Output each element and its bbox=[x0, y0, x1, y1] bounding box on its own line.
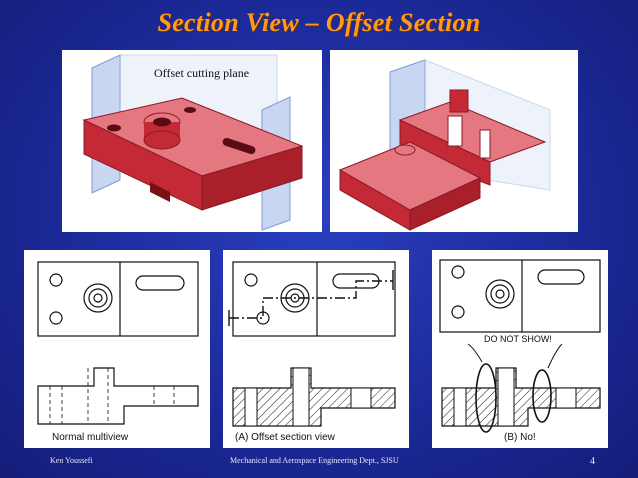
counterbore-inner bbox=[93, 293, 103, 303]
top-view-outline bbox=[439, 259, 601, 333]
normal-multiview-drawing bbox=[37, 261, 199, 425]
counterbore-section bbox=[292, 367, 310, 427]
section-front-view bbox=[232, 367, 396, 427]
boss-bottom bbox=[143, 130, 181, 150]
counterbore-outer bbox=[485, 279, 515, 309]
top-view-outline bbox=[232, 261, 396, 337]
error-ellipse-right bbox=[532, 369, 552, 423]
incorrect-section-caption: (B) No! bbox=[504, 432, 536, 443]
section-gap-1 bbox=[447, 115, 463, 147]
hole-1 bbox=[244, 273, 258, 287]
callout-leaders bbox=[467, 343, 563, 369]
offset-plane-label: Offset cutting plane bbox=[154, 66, 250, 80]
footer-department: Mechanical and Aerospace Engineering Dep… bbox=[230, 456, 399, 465]
slot-outline bbox=[135, 275, 185, 291]
hole-1 bbox=[451, 265, 465, 279]
incorrect-section-drawing bbox=[439, 259, 601, 433]
block-side-face bbox=[201, 145, 303, 211]
sectioned-part-illustration bbox=[330, 50, 578, 232]
boss-hole bbox=[153, 117, 171, 127]
front-half-side bbox=[409, 177, 481, 231]
offset-plane-illustration: Offset cutting plane bbox=[62, 50, 322, 232]
counterbore-outer bbox=[83, 283, 113, 313]
offset-section-panel: (A) Offset section view bbox=[223, 250, 409, 448]
top-view-outline bbox=[37, 261, 199, 337]
page-number: 4 bbox=[590, 456, 595, 467]
step-cutout bbox=[150, 182, 170, 202]
normal-multiview-caption: Normal multiview bbox=[52, 432, 129, 443]
small-hole-left bbox=[107, 124, 121, 132]
front-view-outline bbox=[37, 367, 199, 425]
sectioned-part-drawing bbox=[338, 59, 551, 231]
cutting-plane-arrows bbox=[228, 270, 394, 326]
hole-2 bbox=[49, 311, 63, 325]
counterbore-mid bbox=[88, 288, 108, 308]
footer-author: Ken Youssefi bbox=[50, 456, 93, 465]
slot bbox=[222, 137, 256, 155]
normal-multiview-panel: Normal multiview bbox=[24, 250, 210, 448]
offset-section-caption: (A) Offset section view bbox=[235, 432, 335, 443]
back-half-section bbox=[399, 119, 491, 186]
hole-1 bbox=[49, 273, 63, 287]
section-gap-2 bbox=[479, 129, 491, 159]
part-3d-drawing bbox=[82, 54, 304, 231]
front-boss bbox=[394, 144, 416, 156]
error-ellipse-left bbox=[475, 363, 497, 433]
hole-2 bbox=[451, 305, 465, 319]
hole-section-1 bbox=[244, 387, 258, 427]
offset-section-drawing bbox=[228, 261, 396, 427]
small-hole-back bbox=[184, 107, 196, 113]
boss-section bbox=[449, 89, 469, 113]
slot-outline bbox=[537, 269, 585, 285]
slide-title: Section View – Offset Section bbox=[157, 8, 481, 37]
slot-section bbox=[350, 387, 372, 409]
incorrect-section-panel: DO NOT SHOW! (B) No! bbox=[432, 250, 608, 448]
cutting-plane-line bbox=[229, 280, 393, 319]
warning-label: DO NOT SHOW! bbox=[484, 334, 552, 344]
